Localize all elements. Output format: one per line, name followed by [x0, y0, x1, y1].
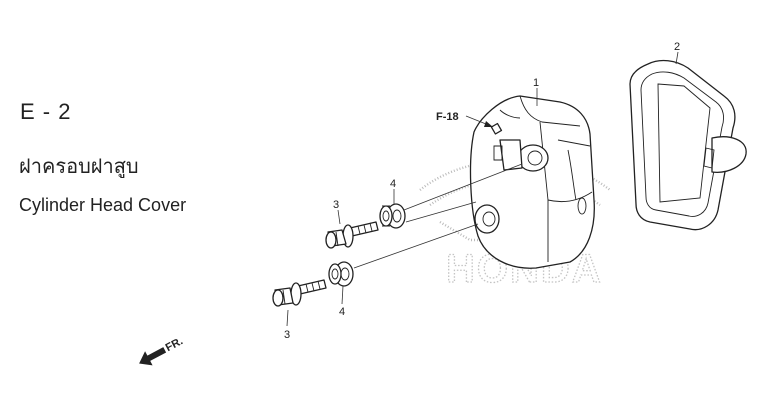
sealing-washer-lower — [328, 261, 354, 287]
callout-part-4-lower: 4 — [339, 306, 345, 318]
callout-leaders — [286, 51, 679, 327]
front-label: FR. — [164, 335, 185, 354]
front-direction-arrow: FR. — [139, 335, 185, 366]
flange-bolt-lower — [272, 279, 327, 307]
section-title-english: Cylinder Head Cover — [19, 195, 187, 215]
callout-part-1: 1 — [533, 77, 539, 89]
cylinder-head-cover — [469, 95, 595, 269]
reference-label-f18: F-18 — [436, 111, 459, 123]
flange-bolt-upper — [325, 221, 379, 249]
section-code: E - 2 — [20, 99, 72, 124]
callout-part-3-lower: 3 — [284, 329, 290, 341]
sealing-washer-upper — [379, 203, 406, 229]
callout-part-4-upper: 4 — [390, 178, 396, 190]
section-title-thai: ฝาครอบฝาสูบ — [19, 154, 139, 178]
callout-part-3-upper: 3 — [333, 199, 339, 211]
assembly-lines — [353, 163, 523, 269]
callout-part-2: 2 — [674, 41, 680, 53]
cylinder-head-cover-gasket — [629, 59, 747, 231]
